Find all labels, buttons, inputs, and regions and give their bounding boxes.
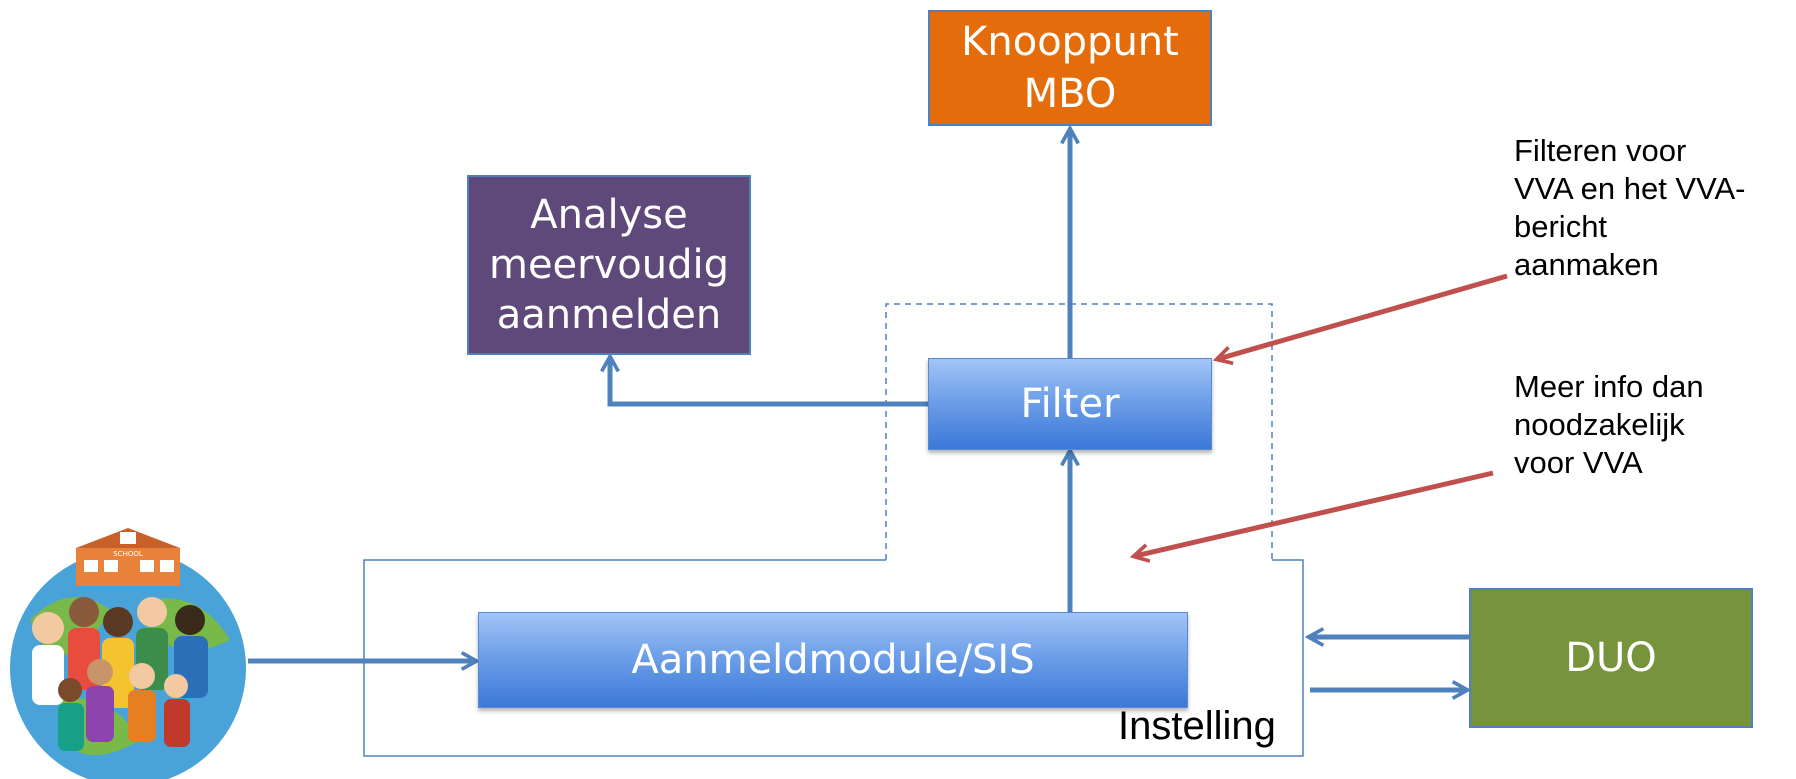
analyse-line1: Analyse	[530, 192, 688, 238]
annotation-arrow-2	[1135, 470, 1494, 556]
analyse-line3: aanmelden	[496, 292, 722, 338]
knooppunt-line2: MBO	[1023, 71, 1117, 117]
knooppunt-mbo-box: Knooppunt MBO	[928, 10, 1212, 126]
analyse-box: Analyse meervoudig aanmelden	[467, 175, 751, 355]
annotation-filteren-line1: Filteren voor	[1514, 133, 1687, 168]
filter-label: Filter	[1020, 381, 1120, 427]
aanmeldmodule-box: Aanmeldmodule/SIS	[478, 612, 1188, 708]
annotation-meer-info-line1: Meer info dan	[1514, 369, 1704, 404]
filter-region-dashed	[885, 303, 1273, 560]
instelling-container	[363, 559, 1304, 757]
annotation-meer-info-line2: noodzakelijk	[1514, 407, 1685, 442]
students-globe-icon: SCHOOL	[10, 528, 246, 779]
annotation-filteren-line3: bericht	[1514, 209, 1608, 244]
filter-box: Filter	[928, 358, 1212, 450]
duo-box: DUO	[1469, 588, 1753, 728]
arrow-filter-to-analyse	[610, 358, 928, 407]
instelling-label: Instelling	[1118, 704, 1276, 748]
duo-label: DUO	[1565, 635, 1657, 681]
annotation-meer-info-line3: voor VVA	[1514, 445, 1643, 480]
annotation-arrow-1	[1218, 273, 1508, 359]
analyse-line2: meervoudig	[488, 242, 730, 288]
annotation-filteren-line4: aanmaken	[1514, 247, 1659, 282]
aanmeldmodule-label: Aanmeldmodule/SIS	[631, 637, 1035, 683]
children-group	[32, 597, 208, 751]
annotation-filteren-line2: VVA en het VVA-	[1514, 171, 1746, 206]
annotation-filteren: Filteren voor VVA en het VVA- bericht aa…	[1514, 132, 1746, 284]
knooppunt-line1: Knooppunt	[961, 19, 1179, 65]
annotation-meer-info: Meer info dan noodzakelijk voor VVA	[1514, 368, 1704, 482]
school-sign: SCHOOL	[113, 550, 143, 558]
